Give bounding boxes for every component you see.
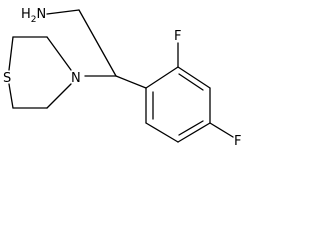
- bond-c6-n: [46, 83, 72, 109]
- amine-label: H2N: [21, 7, 46, 25]
- bond-s-c5: [8, 83, 14, 109]
- atom-labels: H2N N S F F: [3, 7, 241, 149]
- bond-ar2-ar3: [177, 66, 211, 89]
- bond-ch-aryl: [115, 75, 147, 89]
- amine-n-text: N: [37, 7, 47, 22]
- molecule-diagram: H2N N S F F: [3, 7, 241, 149]
- fluorine-top-label: F: [174, 29, 181, 44]
- bond-nh2-ch2: [46, 9, 80, 15]
- bonds: [8, 9, 234, 143]
- amine-h-text: H: [21, 7, 31, 22]
- bond-ar4-ar5: [177, 122, 211, 143]
- nitrogen-label: N: [71, 71, 81, 86]
- amine-count-text: 2: [31, 15, 37, 25]
- bond-ar5-ar6: [145, 122, 179, 143]
- bond-double-inner-1: [178, 73, 204, 91]
- bond-ar4-f: [209, 122, 234, 138]
- bond-ar1-ar2: [145, 66, 179, 89]
- bond-c3-s: [8, 36, 14, 71]
- sulfur-label: S: [3, 71, 11, 86]
- bond-double-inner-2: [178, 120, 204, 136]
- structure-canvas: H2N N S F F: [3, 7, 241, 149]
- bond-n-c2: [46, 36, 72, 71]
- fluorine-bottom-label: F: [234, 134, 241, 149]
- bond-ch2-ch: [78, 9, 117, 77]
